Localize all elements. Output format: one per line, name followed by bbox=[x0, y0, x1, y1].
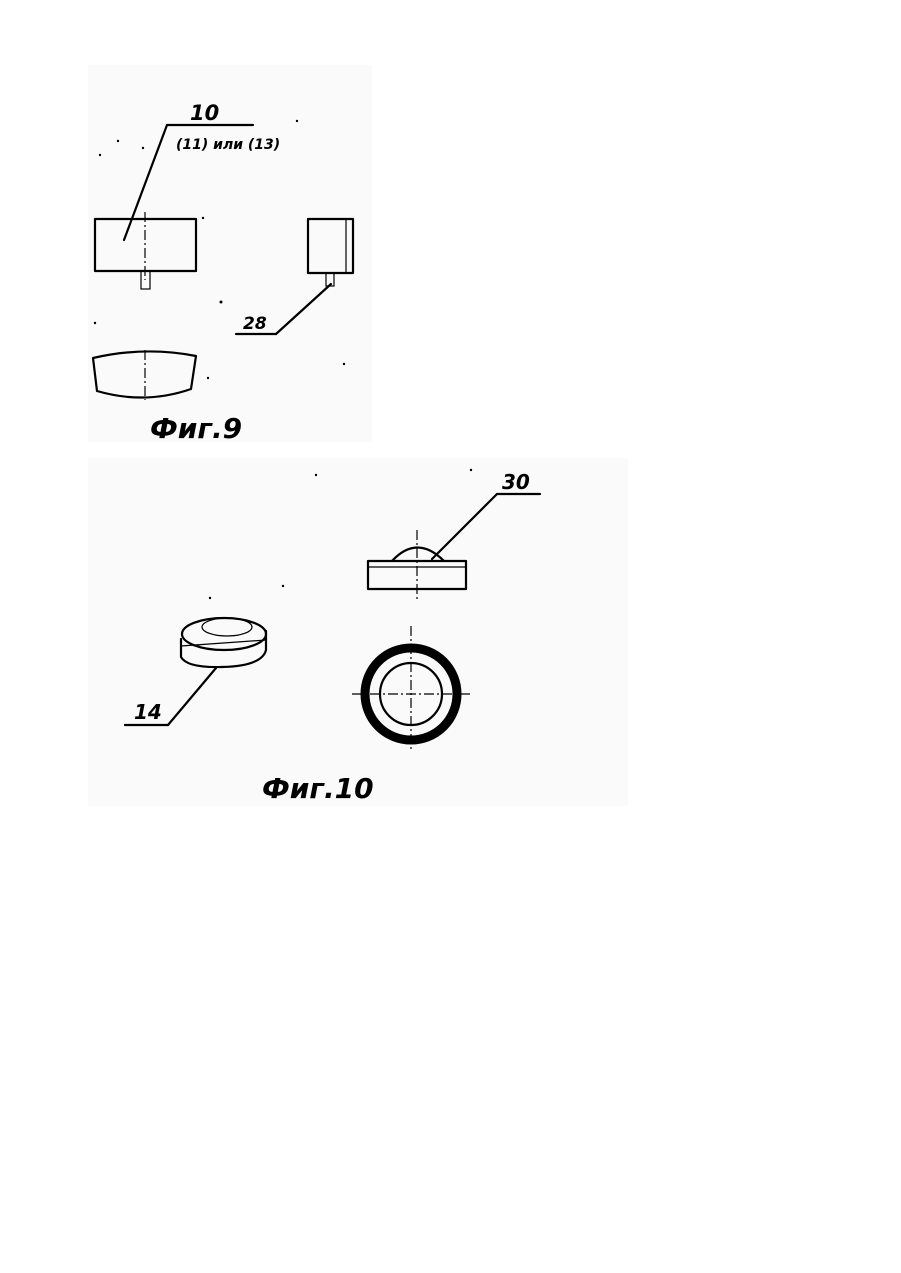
ref-label-14: 14 bbox=[134, 700, 162, 724]
curved-plate bbox=[93, 350, 196, 400]
ref-label-11-13: (11) или (13) bbox=[176, 137, 280, 153]
front-view-block bbox=[95, 212, 196, 289]
leader-28: 28 bbox=[236, 284, 331, 334]
domed-disk-isometric bbox=[181, 618, 266, 667]
ref-label-30: 30 bbox=[502, 470, 530, 494]
leader-14: 14 bbox=[125, 668, 216, 725]
side-view-block bbox=[308, 219, 353, 286]
figure-9-caption: Фиг.9 bbox=[150, 412, 242, 445]
ring-top-view bbox=[352, 626, 470, 752]
figure-10-caption: Фиг.10 bbox=[262, 772, 374, 805]
figure-9: 10 (11) или (13) 28 Фиг.9 bbox=[93, 101, 353, 445]
ref-label-28: 28 bbox=[243, 314, 267, 334]
ref-label-10: 10 bbox=[190, 101, 219, 125]
figure-10: 30 14 Фиг.10 bbox=[125, 469, 540, 805]
leader-30: 30 bbox=[432, 470, 540, 559]
